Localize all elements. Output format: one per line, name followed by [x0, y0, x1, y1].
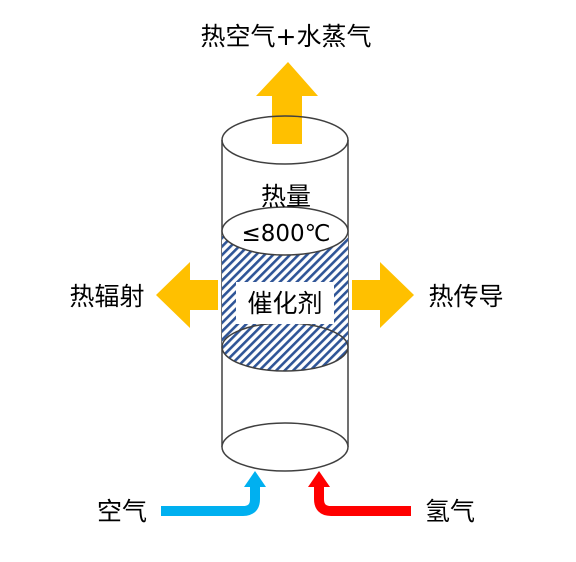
air-input-arrow — [161, 471, 266, 516]
temperature-label: ≤800℃ — [241, 221, 330, 247]
catalyst-label: 催化剂 — [247, 289, 322, 318]
heat-label: 热量 — [261, 182, 311, 211]
left-output-arrow — [156, 262, 218, 328]
catalyst-top-ellipse — [221, 206, 349, 256]
left-output-label: 热辐射 — [69, 282, 144, 311]
right-output-label: 热传导 — [428, 282, 503, 311]
top-output-label: 热空气+水蒸气 — [201, 22, 372, 51]
cylinder-top — [221, 115, 349, 165]
catalyst-bottom-ellipse — [221, 322, 349, 372]
hydrogen-input-label: 氢气 — [425, 497, 475, 526]
right-output-arrow — [352, 262, 414, 328]
catalyst-label-box — [236, 282, 334, 324]
hydrogen-input-arrow — [308, 471, 411, 516]
cylinder-bottom — [221, 422, 349, 472]
air-input-label: 空气 — [97, 497, 147, 526]
top-output-arrow — [256, 62, 318, 144]
